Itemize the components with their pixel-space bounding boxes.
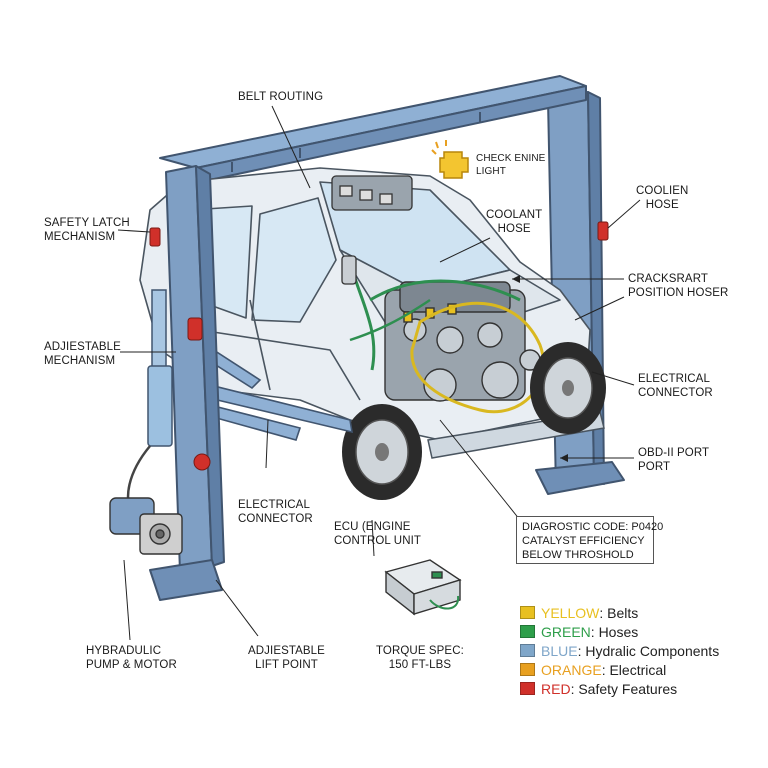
leader-arrowheads [512,275,568,462]
diagnostic-code-box: DIAGROSTIC CODE: P0420 CATALYST EFFICIEN… [516,516,664,564]
legend-swatch [520,682,535,695]
legend-swatch [520,663,535,676]
diagnostic-line: CATALYST EFFICIENCY [522,535,645,547]
sensor [341,255,357,285]
diagnostic-line: BELOW THROSHOLD [522,549,634,561]
intake-manifold [331,175,413,211]
check-engine-icon [431,140,469,179]
label-belt-routing: BELT ROUTING [238,91,324,103]
label-coolien-hose: COOLIEN HOSE [636,185,689,211]
legend-color-name: GREEN [541,623,591,640]
legend-item-red: RED: Safety Features [520,679,719,698]
legend-desc: : Belts [599,604,639,621]
car-side-window-front [251,197,337,323]
legend-color-name: YELLOW [541,604,600,621]
legend-item-orange: ORANGE: Electrical [520,660,719,679]
hydraulic-cylinder [126,289,173,521]
label-cracksrart-position: CRACKSRART POSITION HOSER [628,273,729,299]
legend-swatch [520,625,535,638]
label-lift-point: ADJIESTABLE LIFT POINT [248,645,325,671]
label-safety-latch: SAFETY LATCH MECHANISM [44,217,130,243]
legend-desc: : Electrical [601,661,667,678]
safety-features [149,221,609,471]
wheel-icon [342,404,422,500]
leader-lines [117,105,641,641]
label-hydraulic-pump: HYBRADULIC PUMP & MOTOR [86,645,177,671]
legend-item-yellow: YELLOW: Belts [520,603,719,622]
hose-line-2 [349,298,431,342]
label-coolant-hose: COOLANT HOSE [486,209,543,235]
label-ecu: ECU (ENGINE CONTROL UNIT [334,521,422,547]
legend-desc: : Safety Features [570,680,678,697]
legend-color-name: ORANGE [541,661,602,678]
hydraulic-pump-icon [109,497,183,555]
label-obd-port: OBD-II PORT PORT [638,447,710,473]
legend-desc: : Hoses [590,623,639,640]
legend-desc: : Hydralic Components [577,642,720,659]
legend-color-name: RED [541,680,571,697]
legend-swatch [520,644,535,657]
diagnostic-line: DIAGROSTIC CODE: P0420 [522,521,664,533]
label-electrical-connector-right: ELECTRICAL CONNECTOR [638,373,713,399]
legend-swatch [520,606,535,619]
wheel-icon [530,342,606,434]
label-electrical-connector-left: ELECTRICAL CONNECTOR [238,499,313,525]
legend-item-green: GREEN: Hoses [520,622,719,641]
ecu-module-icon [384,559,462,616]
label-check-engine-light: CHECK ENINE LIGHT [476,153,546,177]
color-legend: YELLOW: Belts GREEN: Hoses BLUE: Hydrali… [520,603,719,698]
engine [384,281,541,402]
label-adjiestable-mechanism: ADJIESTABLE MECHANISM [44,341,121,367]
lift-left-column [149,165,225,601]
label-torque-spec: TORQUE SPEC: 150 FT-LBS [376,645,464,671]
legend-color-name: BLUE [541,642,578,659]
legend-item-blue: BLUE: Hydralic Components [520,641,719,660]
